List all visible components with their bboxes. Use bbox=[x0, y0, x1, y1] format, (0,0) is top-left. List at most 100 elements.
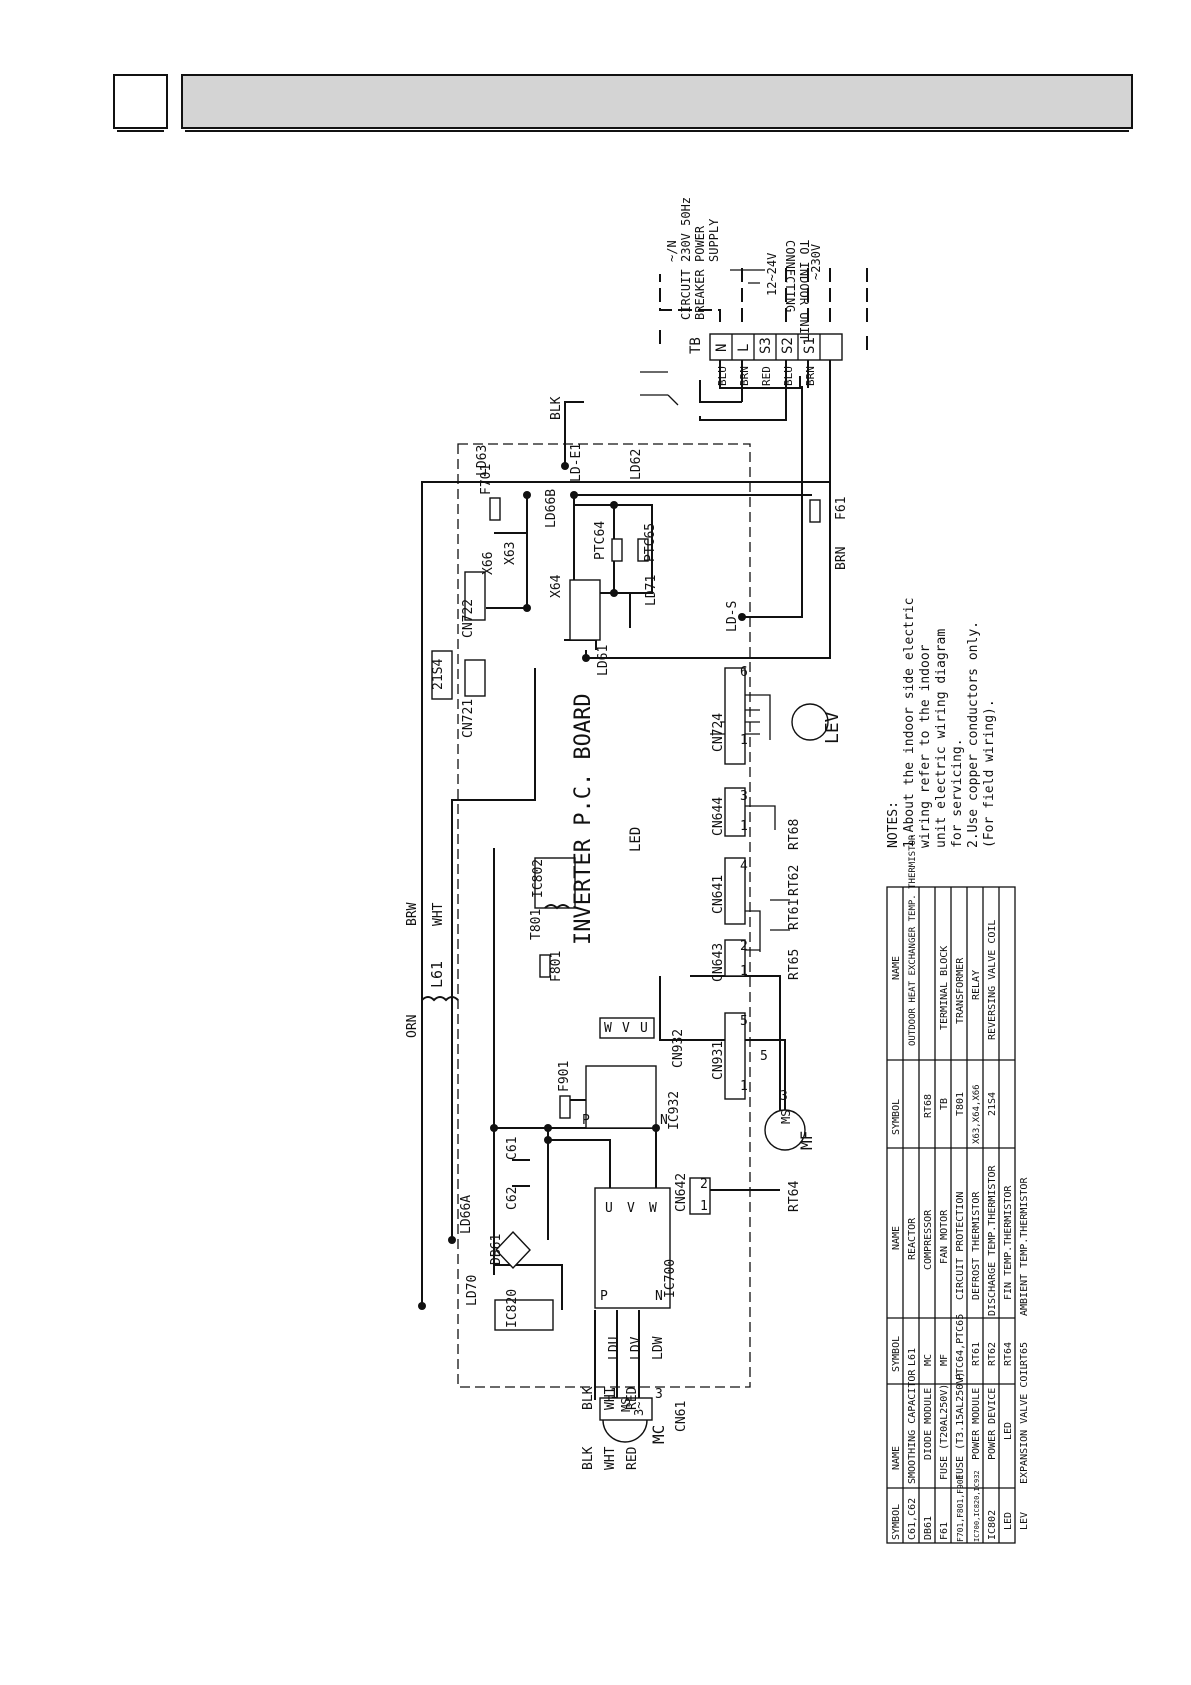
legend-hdr-name-2: NAME bbox=[891, 1226, 902, 1250]
ic820-box bbox=[494, 1299, 554, 1331]
legend-sym: F701,F801,F901 bbox=[956, 1474, 965, 1542]
ptc64-box bbox=[611, 538, 623, 562]
breaker-line-1: CIRCUIT bbox=[679, 269, 693, 320]
legend-sym: MC bbox=[923, 1354, 934, 1366]
legend-sym: X63,X64,X66 bbox=[972, 1084, 982, 1144]
legend-sym: C61,C62 bbox=[907, 1498, 918, 1540]
mf-bus-3: 3 bbox=[780, 1089, 788, 1104]
legend-sym: RT62 bbox=[987, 1342, 998, 1366]
legend-sym: RT68 bbox=[923, 1094, 934, 1118]
legend-name: OUTDOOR HEAT EXCHANGER TEMP. THERMISTOR bbox=[908, 834, 918, 1046]
rt61-label: RT61 bbox=[787, 899, 802, 930]
lev-label: LEV bbox=[822, 711, 843, 744]
ic932-p: P bbox=[582, 1113, 590, 1128]
cn642-box bbox=[689, 1177, 711, 1215]
c61-label: C61 bbox=[505, 1137, 520, 1160]
blk-earth-label: BLK bbox=[549, 396, 564, 420]
legend-sym: PTC64,PTC65 bbox=[955, 1314, 966, 1380]
cn931-box bbox=[724, 1012, 746, 1100]
legend-sym: T801 bbox=[955, 1092, 966, 1116]
cn644-label: CN644 bbox=[711, 797, 726, 836]
ic932-n: N bbox=[660, 1113, 668, 1128]
external-wiring bbox=[640, 262, 868, 482]
c62-label: C62 bbox=[505, 1187, 520, 1210]
x66-label: X66 bbox=[481, 552, 496, 575]
t801-label: T801 bbox=[529, 909, 544, 940]
f801-box bbox=[539, 954, 551, 978]
tb-label: TB bbox=[688, 337, 704, 354]
terminal-n: N bbox=[714, 344, 730, 352]
ld-e1-label: LD-E1 bbox=[569, 443, 584, 482]
rt68-pin1: 1 bbox=[740, 819, 748, 834]
x64-label: X64 bbox=[549, 574, 564, 598]
cn932-w: W bbox=[604, 1021, 612, 1036]
ic700-p: P bbox=[600, 1289, 608, 1304]
f61-label: F61 bbox=[834, 497, 849, 520]
rt68-pin3: 3 bbox=[740, 789, 748, 804]
pc-board-outline bbox=[457, 443, 751, 1388]
notes: NOTES: 1.About the indoor side electric … bbox=[886, 598, 997, 848]
blu2-tb-label: BLU bbox=[782, 366, 795, 386]
ic802-box bbox=[534, 857, 576, 909]
legend-sym: F61 bbox=[939, 1522, 950, 1540]
red-mc-label: RED bbox=[625, 1446, 640, 1470]
cn642-pin1: 1 bbox=[700, 1199, 708, 1214]
wht-mc-label: WHT bbox=[603, 1446, 618, 1470]
brn-f61-label: BRN bbox=[834, 547, 849, 570]
x64-relay bbox=[569, 579, 601, 641]
l61-coil bbox=[421, 996, 459, 1002]
indoor-line-2: CONNECTING bbox=[783, 240, 797, 312]
legend-sym: L61 bbox=[907, 1348, 918, 1366]
legend-hdr-symbol-2: SYMBOL bbox=[891, 1336, 902, 1372]
cn724-label: CN724 bbox=[711, 713, 726, 752]
ic820-label: IC820 bbox=[505, 1289, 520, 1328]
legend-sym: LEV bbox=[1019, 1512, 1030, 1530]
legend-name: FUSE (T3.15AL250V) bbox=[955, 1372, 966, 1480]
ld66b-label: LD66B bbox=[544, 489, 559, 528]
cn641-label: CN641 bbox=[711, 875, 726, 914]
cn931-label: CN931 bbox=[711, 1041, 726, 1080]
ld71-label: LD71 bbox=[644, 575, 659, 606]
ldw-label: LDW bbox=[651, 1336, 666, 1360]
red-tb-label: RED bbox=[760, 366, 773, 386]
brn-tb-label: BRN bbox=[738, 366, 751, 386]
cn931-pin1: 1 bbox=[740, 1079, 748, 1094]
blk-mc-label: BLK bbox=[581, 1446, 596, 1470]
rt62-label: RT62 bbox=[787, 865, 802, 896]
notes-line-1: 1.About the indoor side electric bbox=[902, 598, 917, 848]
section-number-box bbox=[113, 74, 168, 132]
section-title-bar bbox=[181, 74, 1133, 132]
legend-sym: IC802 bbox=[987, 1510, 998, 1540]
ic700-label: IC700 bbox=[663, 1259, 678, 1298]
cn931-pin5: 5 bbox=[740, 1014, 748, 1029]
legend-sym: TB bbox=[939, 1098, 950, 1110]
ic700-n: N bbox=[655, 1289, 663, 1304]
cn722-box bbox=[464, 571, 486, 621]
ld70-label: LD70 bbox=[465, 1275, 480, 1306]
f901-label: F901 bbox=[557, 1061, 572, 1092]
mf-motor bbox=[764, 1109, 806, 1151]
cn932-box bbox=[599, 1017, 655, 1039]
blu-tb-label: BLU bbox=[716, 366, 729, 386]
cn641-box bbox=[724, 857, 746, 925]
legend-sym: RT64 bbox=[1003, 1342, 1014, 1366]
legend-sym: RT61 bbox=[971, 1342, 982, 1366]
cn643-pin1: 1 bbox=[740, 964, 748, 979]
dc-voltage-label: 12~24V bbox=[765, 253, 779, 296]
cn932-label: CN932 bbox=[671, 1029, 686, 1068]
power-line-4: SUPPLY bbox=[707, 218, 721, 262]
legend-name: POWER MODULE bbox=[971, 1388, 982, 1460]
legend-hdr-symbol-1: SYMBOL bbox=[891, 1504, 902, 1540]
cn722-label: CN722 bbox=[461, 599, 476, 638]
s21s4-label: 21S4 bbox=[431, 659, 446, 690]
ic932-box bbox=[585, 1065, 657, 1129]
notes-title: NOTES: bbox=[886, 801, 901, 848]
rt68-label: RT68 bbox=[787, 819, 802, 850]
power-line-3: POWER bbox=[693, 225, 707, 262]
terminal-s2: S2 bbox=[780, 337, 796, 354]
legend-sym: MF bbox=[939, 1354, 950, 1366]
legend-table bbox=[886, 886, 1016, 1544]
legend-name: TRANSFORMER bbox=[955, 957, 966, 1024]
ac-voltage-label: ~230V bbox=[809, 244, 823, 280]
